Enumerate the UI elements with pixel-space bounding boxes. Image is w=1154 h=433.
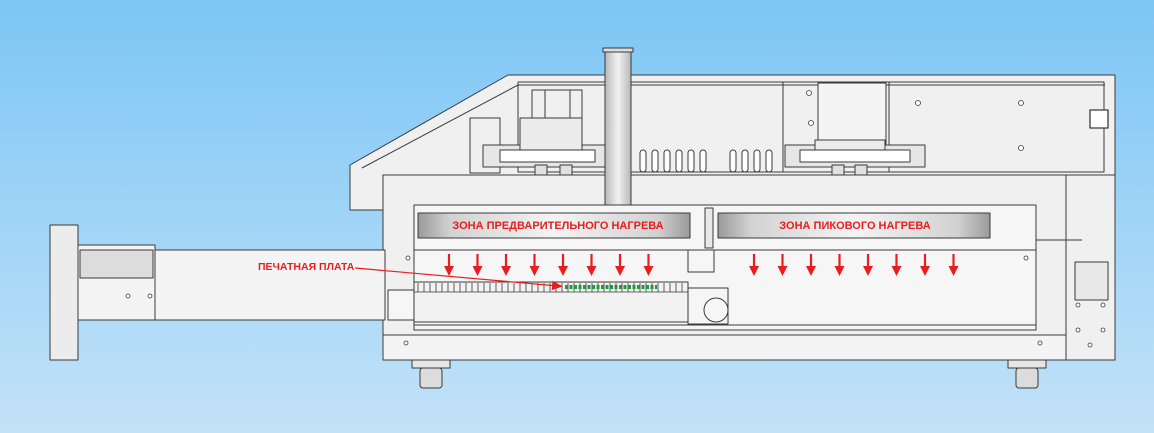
- foot-left: [411, 359, 451, 389]
- feed-arm-window: [79, 249, 154, 279]
- heat-arrow: [891, 254, 902, 276]
- feed-end-flange: [49, 224, 79, 361]
- base-rail: [382, 334, 1067, 361]
- conveyor-side-box: [387, 289, 415, 321]
- feed-arm-rail: [154, 249, 386, 321]
- heat-arrow: [501, 254, 511, 276]
- screw-dots: [125, 90, 1106, 348]
- heat-arrow: [749, 254, 759, 276]
- exhaust-chimney: [604, 47, 632, 206]
- peak-zone-label: ЗОНА ПИКОВОГО НАГРЕВА: [779, 220, 930, 232]
- chimney-cap: [602, 47, 634, 53]
- heat-arrow: [529, 254, 540, 276]
- foot-right: [1007, 359, 1047, 389]
- preheat-heater-panel: [417, 212, 691, 239]
- preheat-zone-label: ЗОНА ПРЕДВАРИТЕЛЬНОГО НАГРЕВА: [452, 220, 663, 232]
- heat-arrow: [615, 254, 625, 276]
- pcb-label: ПЕЧАТНАЯ ПЛАТА: [258, 261, 355, 273]
- heater-separator: [704, 207, 714, 249]
- heat-arrow: [444, 254, 454, 276]
- heat-arrow: [472, 254, 483, 276]
- heat-arrow: [586, 254, 597, 276]
- heat-arrow: [834, 254, 845, 276]
- heat-arrow: [920, 254, 930, 276]
- peak-heat-arrows: [749, 254, 959, 276]
- heat-arrow: [806, 254, 816, 276]
- preheat-heat-arrows: [444, 254, 654, 276]
- pcb-leader-line: [354, 267, 563, 291]
- peak-heater-panel: [717, 212, 991, 239]
- vent-slots: [639, 149, 773, 173]
- heat-arrow: [777, 254, 788, 276]
- conveyor-bracket: [687, 249, 715, 273]
- heat-arrow: [948, 254, 959, 276]
- heat-arrow: [863, 254, 873, 276]
- heat-arrow: [558, 254, 568, 276]
- fan-housing-right: [817, 82, 887, 146]
- heat-arrow: [643, 254, 654, 276]
- right-end-box: [1074, 261, 1109, 301]
- conveyor-pulley: [703, 297, 729, 323]
- control-box: [1089, 109, 1109, 129]
